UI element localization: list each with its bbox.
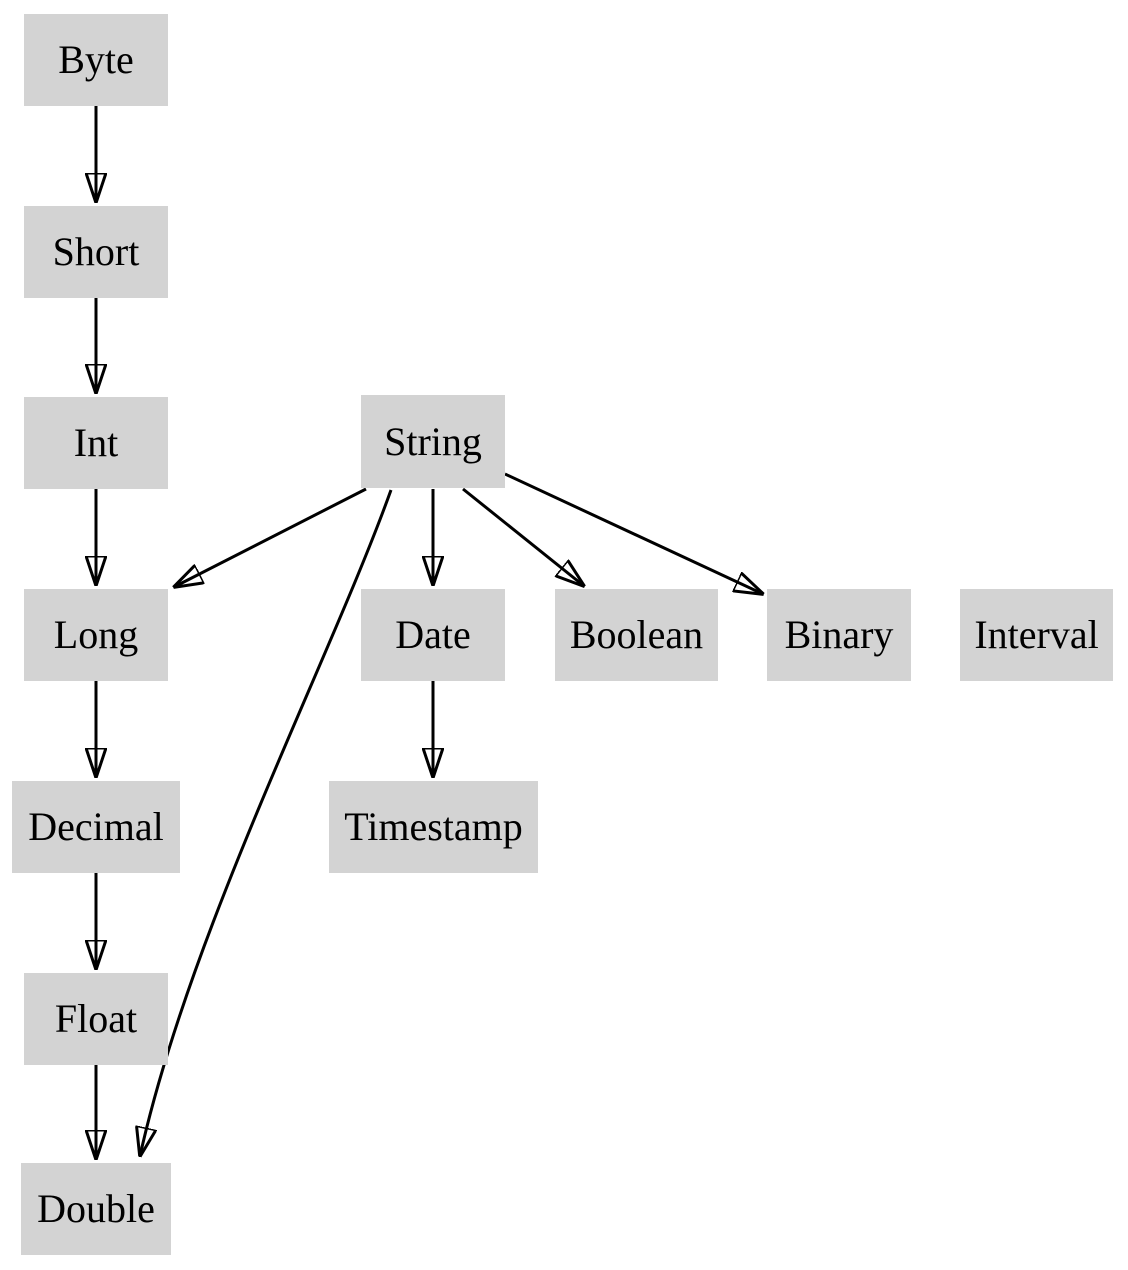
node-decimal-label: Decimal: [28, 804, 164, 849]
node-interval: Interval: [960, 589, 1113, 681]
node-binary-label: Binary: [784, 612, 894, 657]
node-date: Date: [361, 589, 505, 681]
node-timestamp-label: Timestamp: [344, 804, 523, 849]
node-binary: Binary: [767, 589, 911, 681]
node-boolean: Boolean: [555, 589, 718, 681]
node-long: Long: [24, 589, 168, 681]
node-string: String: [361, 395, 505, 488]
node-timestamp: Timestamp: [329, 781, 538, 873]
node-decimal: Decimal: [12, 781, 180, 873]
node-short: Short: [24, 206, 168, 298]
node-interval-label: Interval: [974, 612, 1099, 657]
node-double: Double: [21, 1163, 171, 1255]
node-int-label: Int: [73, 420, 119, 465]
node-float-label: Float: [54, 996, 138, 1041]
node-long-label: Long: [53, 612, 139, 657]
node-float: Float: [24, 973, 168, 1065]
node-boolean-label: Boolean: [569, 612, 704, 657]
node-byte-label: Byte: [58, 37, 134, 82]
edge-string-boolean: [462, 487, 584, 586]
node-double-label: Double: [37, 1186, 155, 1231]
node-byte: Byte: [24, 14, 168, 106]
edge-string-long: [174, 487, 367, 587]
node-short-label: Short: [52, 229, 140, 274]
edge-string-binary: [504, 472, 763, 594]
node-string-label: String: [384, 418, 482, 464]
node-int: Int: [24, 397, 168, 489]
node-date-label: Date: [395, 612, 471, 657]
